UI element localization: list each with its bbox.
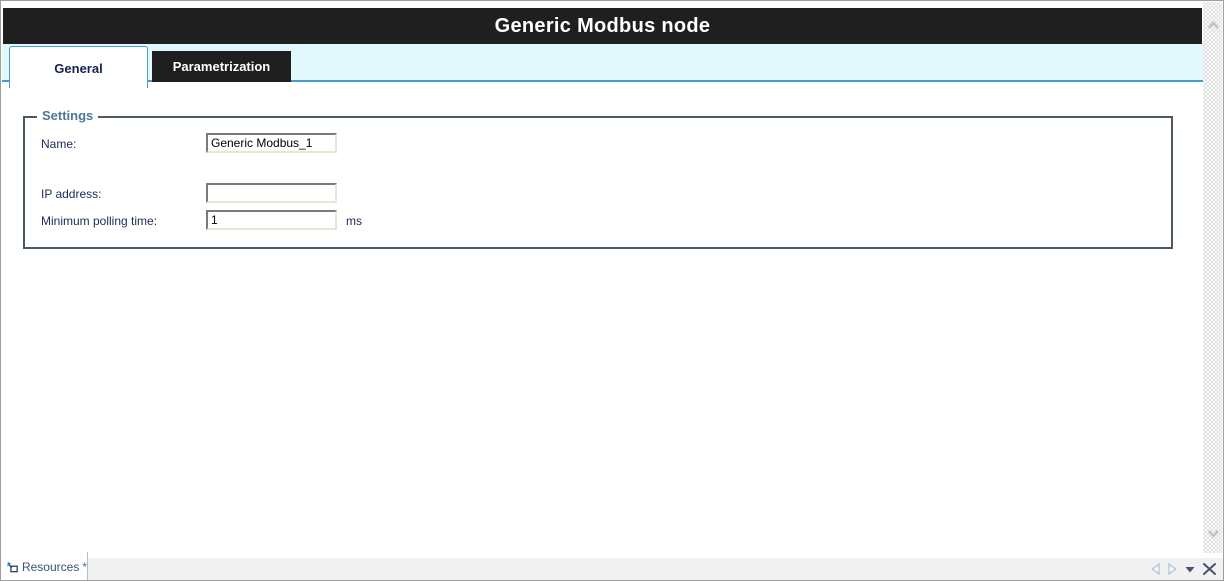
page-title-bar: Generic Modbus node [3,8,1202,44]
ip-address-label: IP address: [41,187,102,201]
ip-address-input[interactable] [206,183,337,203]
vertical-scrollbar[interactable] [1203,2,1222,553]
tab-parametrization-label: Parametrization [172,59,271,74]
tab-navigation-controls [1151,563,1216,575]
page-title: Generic Modbus node [494,14,711,37]
tab-general-label: General [54,61,103,76]
scroll-up-icon[interactable] [1207,20,1220,30]
settings-legend: Settings [37,108,99,123]
min-polling-time-input[interactable] [206,210,337,230]
min-polling-time-unit: ms [346,214,362,228]
bottom-tab-label: Resources [21,559,80,574]
window-list-icon[interactable] [1185,566,1195,573]
tab-parametrization[interactable]: Parametrization [152,51,291,82]
bottom-tab-resources[interactable]: Resources * [2,552,88,580]
settings-groupbox: Settings Name: IP address: Minimum polli… [23,108,1173,249]
nav-back-icon[interactable] [1151,563,1160,575]
name-input[interactable] [206,133,337,153]
modified-indicator: * [82,559,87,574]
bottom-tab-bar: Resources * [2,552,1223,580]
tab-general[interactable]: General [9,46,148,88]
name-label: Name: [41,137,77,151]
resources-icon [7,561,18,572]
min-polling-time-label: Minimum polling time: [41,214,158,228]
scroll-down-icon[interactable] [1207,529,1220,539]
nav-forward-icon[interactable] [1168,563,1177,575]
close-icon[interactable] [1203,563,1216,575]
